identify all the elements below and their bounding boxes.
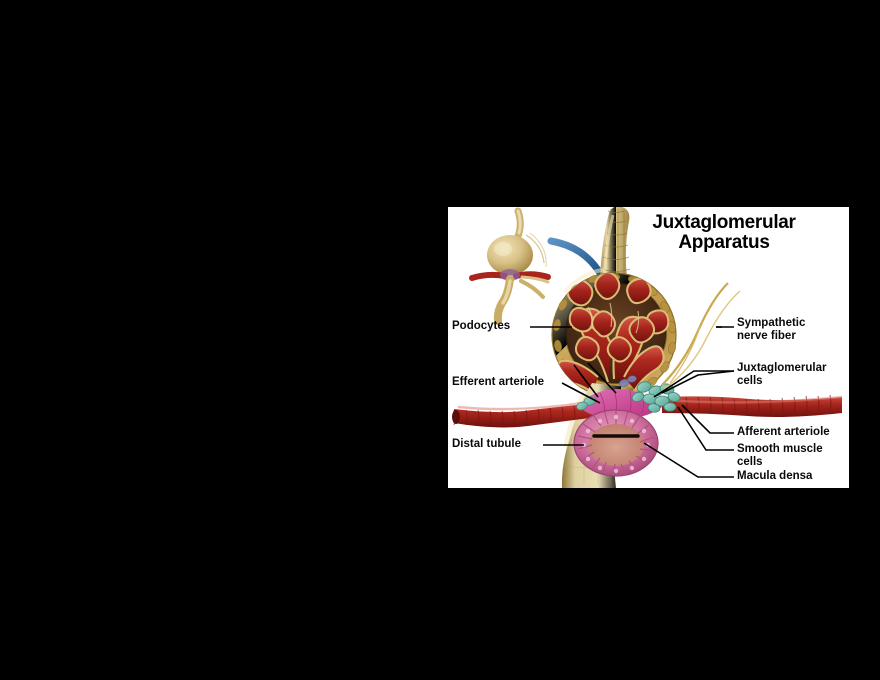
inset-nephron — [469, 207, 551, 325]
label-macula-densa-line1: Macula densa — [737, 470, 813, 482]
afferent-arteriole — [662, 394, 843, 417]
label-sympathetic-nerve-fiber-line1: Sympathetic — [737, 317, 806, 329]
proximal-tubule — [600, 207, 631, 279]
label-juxtaglomerular-cells: Juxtaglomerular cells — [737, 362, 826, 388]
label-smooth-muscle-cells-line1: Smooth muscle — [737, 443, 823, 455]
label-efferent-arteriole-text: Efferent arteriole — [452, 376, 545, 388]
figure-title-line1: Juxtaglomerular — [652, 212, 796, 233]
figure-title: Juxtaglomerular Apparatus — [609, 213, 839, 253]
label-smooth-muscle-cells: Smooth muscle cells — [737, 443, 823, 469]
label-distal-tubule: Distal tubule — [452, 438, 521, 451]
label-efferent-arteriole: Efferent arteriole — [452, 376, 544, 389]
label-afferent-arteriole-line1: Afferent arteriole — [737, 426, 830, 438]
label-juxtaglomerular-cells-line2: cells — [737, 374, 763, 387]
label-juxtaglomerular-cells-line1: Juxtaglomerular — [737, 362, 827, 374]
label-podocytes-text: Podocytes — [452, 320, 511, 332]
label-afferent-arteriole: Afferent arteriole — [737, 426, 830, 439]
label-sympathetic-nerve-fiber: Sympathetic nerve fiber — [737, 317, 805, 343]
macula-densa — [573, 409, 659, 477]
figure-title-line2: Apparatus — [678, 231, 770, 253]
label-distal-tubule-text: Distal tubule — [452, 438, 522, 450]
label-sympathetic-nerve-fiber-line2: nerve fiber — [737, 329, 796, 342]
label-smooth-muscle-cells-line2: cells — [737, 455, 763, 468]
efferent-arteriole — [452, 400, 598, 428]
label-macula-densa: Macula densa — [737, 470, 812, 483]
label-podocytes: Podocytes — [452, 320, 510, 333]
figure-panel: Juxtaglomerular Apparatus Podocytes Effe… — [448, 207, 849, 488]
